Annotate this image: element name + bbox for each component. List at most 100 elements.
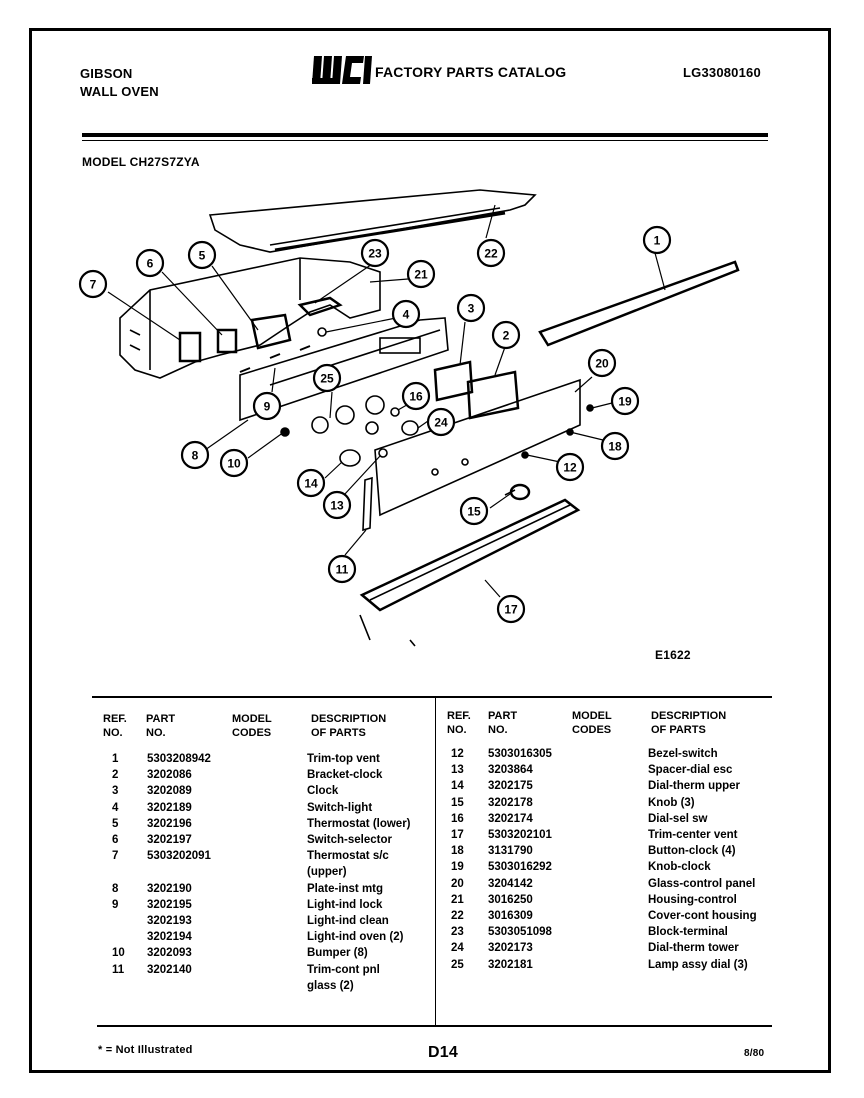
callout-5: 5 — [187, 240, 217, 270]
callout-24: 24 — [426, 407, 456, 437]
header-description: DESCRIPTION OF PARTS — [311, 713, 387, 739]
part-description: (upper) — [307, 866, 347, 879]
ref-no: 23 — [451, 926, 464, 939]
callout-1: 1 — [642, 225, 672, 255]
callout-label: 21 — [414, 268, 428, 282]
ref-no: 25 — [451, 958, 464, 971]
callout-label: 24 — [434, 416, 448, 430]
header-model-codes-right: MODEL CODES — [572, 710, 612, 736]
part-no: 3202196 — [147, 817, 192, 830]
part-no: 3202193 — [147, 915, 192, 927]
header-ref-no: REF. NO. — [103, 713, 127, 739]
ref-no: 24 — [451, 942, 464, 955]
callout-7: 7 — [78, 269, 108, 299]
callout-25: 25 — [312, 363, 342, 393]
callout-17: 17 — [496, 594, 526, 624]
callout-4: 4 — [391, 299, 421, 329]
callout-label: 11 — [336, 563, 349, 577]
header-part-no-right: PART NO. — [488, 710, 518, 736]
callout-6: 6 — [135, 248, 165, 278]
callout-19: 19 — [610, 386, 640, 416]
callout-22: 22 — [476, 238, 506, 268]
header-rule — [82, 133, 768, 137]
part-no: 5303202091 — [147, 850, 211, 863]
callout-label: 14 — [304, 477, 318, 491]
callout-14: 14 — [296, 468, 326, 498]
catalog-date: 8/80 — [744, 1048, 765, 1059]
callout-12: 12 — [555, 452, 585, 482]
ref-no: 21 — [451, 893, 464, 906]
part-no: 3202194 — [147, 931, 192, 944]
part-no: 5303016292 — [488, 861, 552, 874]
ref-no: 9 — [112, 898, 119, 911]
callout-label: 19 — [618, 395, 632, 409]
callout-label: 9 — [264, 400, 271, 414]
ref-no: 16 — [451, 812, 464, 825]
part-description: Clock — [307, 785, 339, 798]
part-no: 3202089 — [147, 785, 192, 798]
ref-no: 12 — [451, 748, 464, 760]
part-no: 3202195 — [147, 898, 192, 911]
part-no: 5303016305 — [488, 748, 552, 760]
page-frame — [29, 28, 831, 1073]
part-no: 3202181 — [488, 958, 533, 971]
part-description: Block-terminal — [648, 926, 728, 939]
part-no: 3202190 — [147, 882, 192, 895]
ref-no: 8 — [112, 882, 119, 895]
part-no: 3131790 — [488, 845, 533, 858]
part-description: Trim-center vent — [648, 829, 738, 841]
ref-no: 5 — [112, 817, 119, 830]
callout-label: 12 — [563, 461, 577, 475]
header-description-right: DESCRIPTION OF PARTS — [651, 710, 727, 736]
part-description: Switch-selector — [307, 834, 392, 846]
ref-no: 15 — [451, 796, 464, 809]
callout-label: 7 — [90, 278, 97, 292]
callout-label: 20 — [595, 357, 609, 371]
part-description: Knob (3) — [648, 796, 695, 809]
callout-label: 8 — [192, 449, 199, 463]
header-part-no: PART NO. — [146, 713, 176, 739]
part-no: 3203864 — [488, 764, 533, 777]
part-no: 3202178 — [488, 796, 533, 809]
part-description: Dial-therm tower — [648, 942, 739, 955]
ref-no: 6 — [112, 834, 119, 846]
ref-no: 13 — [451, 764, 464, 777]
footnote: * = Not Illustrated — [98, 1044, 193, 1056]
part-no: 3202140 — [147, 963, 192, 976]
part-description: Glass-control panel — [648, 877, 756, 890]
part-description: Spacer-dial esc — [648, 764, 733, 777]
part-description: Light-ind lock — [307, 898, 383, 911]
ref-no: 3 — [112, 785, 119, 798]
callout-label: 3 — [468, 302, 475, 316]
part-description: Knob-clock — [648, 861, 711, 874]
part-description: Light-ind clean — [307, 915, 389, 927]
exploded-parts-diagram: 1234567891011121314151617181920212223242… — [78, 189, 740, 647]
part-no: 3016309 — [488, 910, 533, 922]
ref-no: 18 — [451, 845, 464, 858]
part-no: 3202086 — [147, 769, 192, 782]
callout-3: 3 — [456, 293, 486, 323]
table-bottom-rule — [97, 1025, 772, 1027]
callout-label: 15 — [467, 505, 481, 519]
ref-no: 14 — [451, 780, 464, 793]
header-rule-thin — [82, 140, 768, 141]
part-no: 3202173 — [488, 942, 533, 955]
header-ref-no-right: REF. NO. — [447, 710, 471, 736]
ref-no: 2 — [112, 769, 119, 782]
callout-label: 10 — [227, 457, 241, 471]
brand-line-1: GIBSON — [80, 66, 133, 81]
part-no: 3202189 — [147, 801, 192, 814]
part-no: 3202197 — [147, 834, 192, 846]
ref-no: 20 — [451, 877, 464, 890]
part-description: Thermostat s/c — [307, 850, 389, 863]
part-description: Dial-therm upper — [648, 780, 741, 793]
part-description: glass (2) — [307, 979, 354, 992]
header-model-codes: MODEL CODES — [232, 713, 272, 739]
part-no: 5303202101 — [488, 829, 552, 841]
callout-label: 25 — [320, 372, 334, 386]
part-description: Dial-sel sw — [648, 812, 708, 825]
callout-8: 8 — [180, 440, 210, 470]
callout-label: 23 — [368, 247, 382, 261]
callout-label: 4 — [403, 308, 410, 322]
part-no: 5303208942 — [147, 753, 211, 765]
